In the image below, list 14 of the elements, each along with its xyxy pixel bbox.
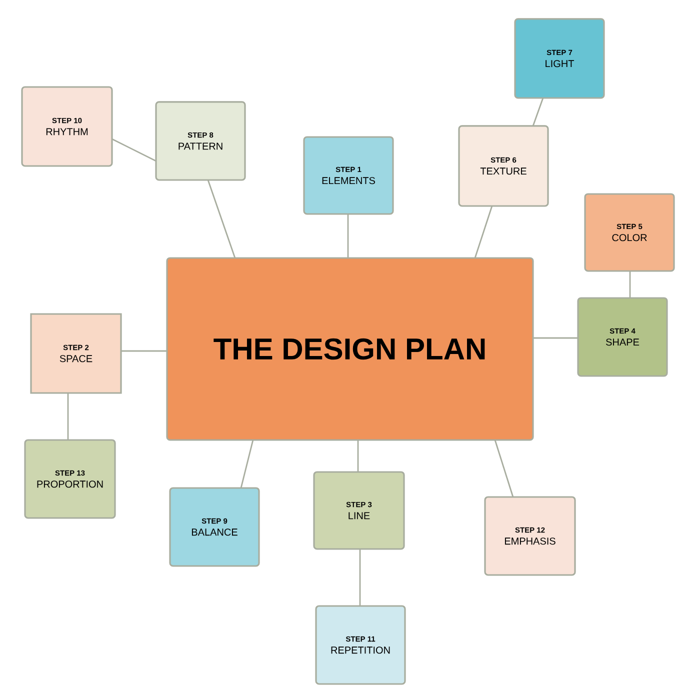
title-box: THE DESIGN PLAN bbox=[166, 257, 534, 441]
connector-line bbox=[67, 393, 69, 440]
connector-line bbox=[357, 440, 359, 472]
connector-line bbox=[240, 440, 254, 488]
connector-line bbox=[121, 350, 167, 352]
connector-line bbox=[532, 98, 544, 126]
connector-line bbox=[629, 271, 631, 298]
connector-line bbox=[347, 214, 349, 258]
connector-line bbox=[359, 549, 361, 606]
connector-line bbox=[207, 180, 236, 258]
connector-line bbox=[494, 440, 514, 498]
connector-line bbox=[533, 337, 578, 339]
connector-line bbox=[112, 138, 156, 162]
connector-line bbox=[474, 206, 493, 258]
